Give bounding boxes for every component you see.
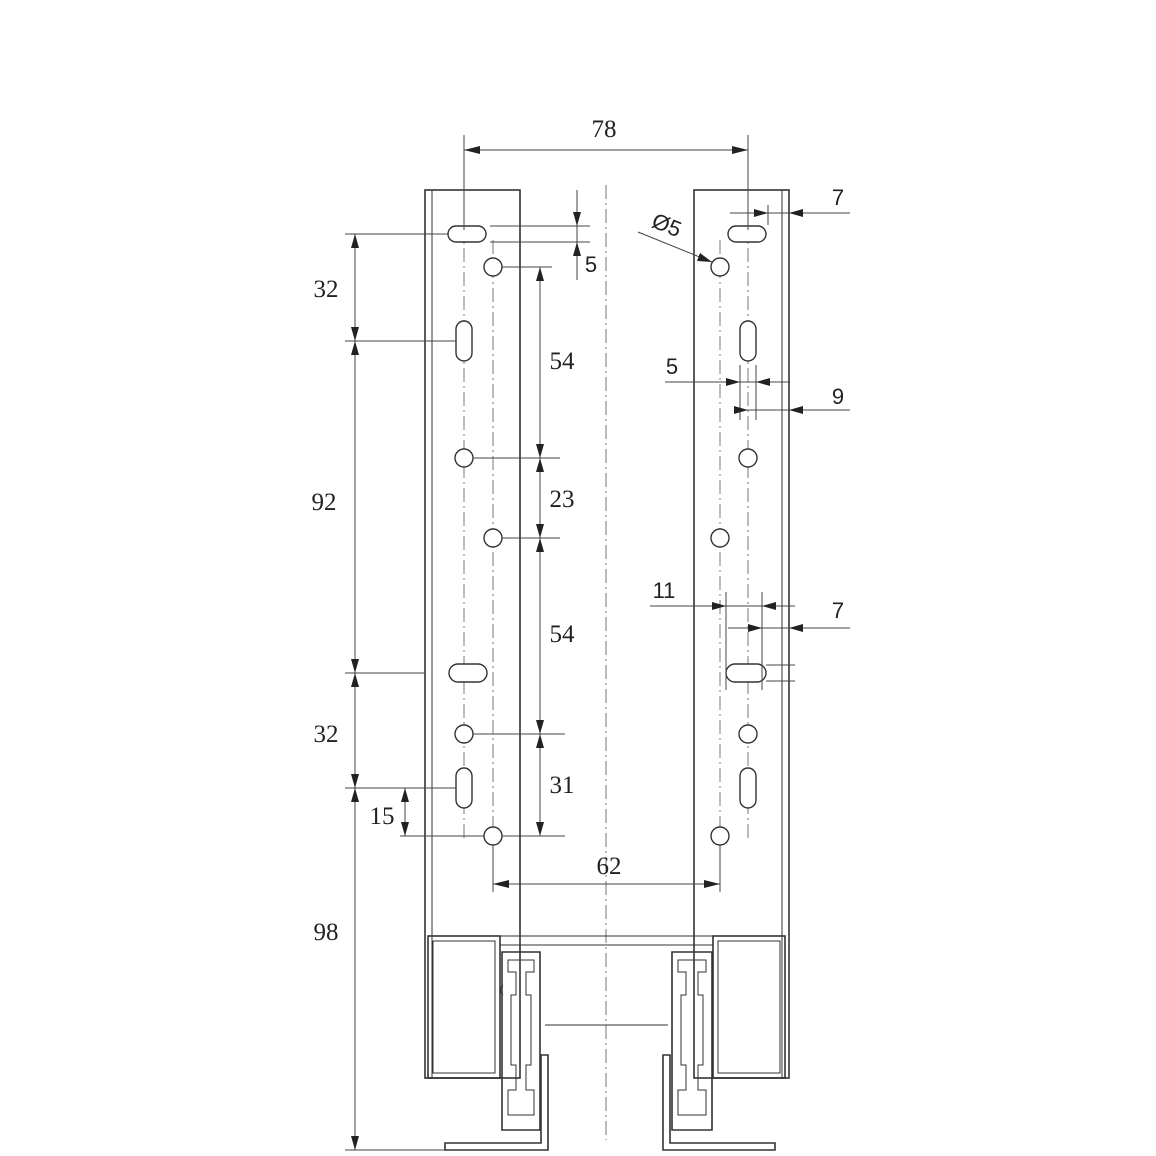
dim-label-98: 98 xyxy=(314,919,339,946)
arrowhead xyxy=(704,880,720,888)
left-runner-block-inner xyxy=(432,940,496,1074)
arrowhead xyxy=(536,822,544,836)
dim-label-7-top: 7 xyxy=(832,185,844,210)
arrowhead xyxy=(789,406,803,414)
right-hole xyxy=(738,448,758,468)
left-runner-profile-inner xyxy=(507,959,535,1116)
runner-section xyxy=(427,935,786,1151)
dim-label-15: 15 xyxy=(370,803,395,830)
arrowhead xyxy=(536,720,544,734)
left-runner-block xyxy=(427,935,501,1079)
right-slot-vertical-bottom xyxy=(739,767,757,809)
left-hole xyxy=(483,257,503,277)
right-slot-horizontal-top xyxy=(727,225,767,243)
arrowhead xyxy=(536,444,544,458)
right-hole xyxy=(710,528,730,548)
left-slot-vertical-upper xyxy=(455,320,473,362)
dim-label-11: 11 xyxy=(653,578,676,603)
left-foot-profile xyxy=(444,1054,549,1151)
right-runner-block xyxy=(712,935,786,1079)
right-slot-vertical-upper xyxy=(739,320,757,362)
arrowhead xyxy=(573,242,581,256)
arrowhead xyxy=(536,538,544,552)
left-bracket xyxy=(424,189,521,1079)
dim-label-92: 92 xyxy=(312,489,337,516)
arrowhead xyxy=(464,146,480,154)
arrowhead xyxy=(756,378,770,386)
dimension-lines xyxy=(345,135,850,1151)
arrowhead xyxy=(726,378,740,386)
arrowhead xyxy=(351,1136,359,1150)
arrowhead xyxy=(789,209,803,217)
left-hole xyxy=(483,826,503,846)
arrowhead xyxy=(351,341,359,355)
left-hole xyxy=(454,724,474,744)
right-runner-block-inner xyxy=(717,940,781,1074)
dim-label-23: 23 xyxy=(550,486,575,513)
arrowhead xyxy=(401,822,409,836)
arrowhead xyxy=(536,734,544,748)
arrowhead xyxy=(789,624,803,632)
arrowhead xyxy=(351,788,359,802)
dim-label-32-bottom: 32 xyxy=(314,721,339,748)
dim-label-78: 78 xyxy=(592,116,617,143)
left-slot-horizontal-lower xyxy=(448,663,488,683)
dim-label-54-bottom: 54 xyxy=(550,621,576,648)
arrowhead xyxy=(536,524,544,538)
dim-label-31: 31 xyxy=(550,772,575,799)
right-runner-profile-inner xyxy=(677,959,707,1116)
arrowhead xyxy=(351,659,359,673)
arrowhead xyxy=(351,774,359,788)
right-runner-profile xyxy=(671,951,713,1131)
right-slot-horizontal-lower xyxy=(725,663,767,683)
arrowhead xyxy=(754,209,768,217)
left-runner-curl xyxy=(500,984,504,996)
arrowhead xyxy=(536,267,544,281)
dim-label-5-top: 5 xyxy=(585,252,597,277)
right-foot-profile xyxy=(662,1054,776,1151)
left-hole xyxy=(483,528,503,548)
right-hole xyxy=(710,257,730,277)
left-runner-profile xyxy=(501,951,541,1131)
arrowhead xyxy=(351,327,359,341)
dim-label-diameter: Ø5 xyxy=(649,208,686,242)
arrowhead xyxy=(351,234,359,248)
dim-label-5-right: 5 xyxy=(666,354,678,379)
arrowhead xyxy=(493,880,509,888)
dim-label-7-lower: 7 xyxy=(832,598,844,623)
dim-label-32-top: 32 xyxy=(314,276,339,303)
arrowhead xyxy=(573,212,581,226)
arrowhead xyxy=(748,624,762,632)
arrowhead xyxy=(762,602,776,610)
dim-label-54-top: 54 xyxy=(550,348,576,375)
arrowhead xyxy=(351,673,359,687)
right-hole xyxy=(710,826,730,846)
arrowhead xyxy=(712,602,726,610)
left-slot-vertical-bottom xyxy=(455,767,473,809)
left-hole xyxy=(454,448,474,468)
left-slot-horizontal-top xyxy=(447,225,487,243)
arrowhead xyxy=(734,406,748,414)
arrowhead xyxy=(697,253,712,262)
arrowhead xyxy=(536,458,544,472)
dim-label-9: 9 xyxy=(832,384,844,409)
dimension-labels: 78 7 Ø5 5 32 92 32 15 98 54 23 54 31 62 … xyxy=(312,116,845,946)
arrowhead xyxy=(401,788,409,802)
right-hole xyxy=(738,724,758,744)
arrowhead xyxy=(732,146,748,154)
dim-label-62: 62 xyxy=(597,853,622,880)
